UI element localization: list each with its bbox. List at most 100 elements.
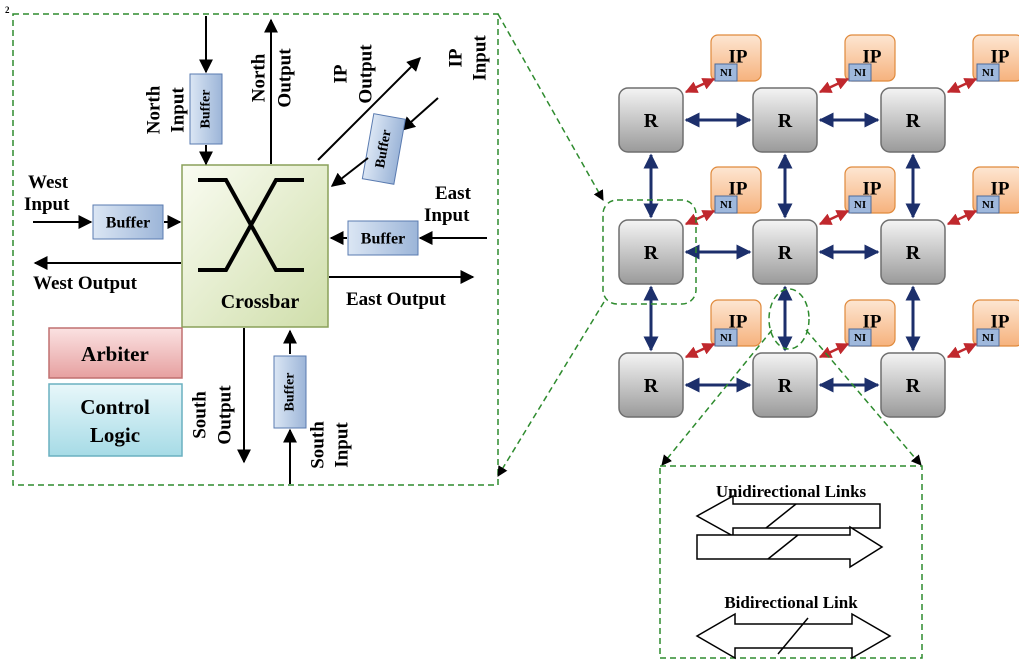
ip-link (818, 209, 850, 226)
mesh-router: R (752, 352, 818, 418)
crossbar-label: Crossbar (221, 291, 300, 313)
unidirectional-link-left (695, 494, 881, 538)
svg-text:Output: Output (215, 385, 236, 445)
ni-label: NI (720, 67, 732, 79)
svg-text:Buffer: Buffer (199, 90, 214, 129)
north-output-label: North Output (249, 48, 296, 108)
ni-label: NI (854, 67, 866, 79)
ip-label: IP (991, 179, 1010, 200)
svg-text:Arbiter: Arbiter (81, 342, 149, 366)
svg-text:Input: Input (168, 87, 189, 133)
mesh-router: R (752, 87, 818, 153)
ip-link (818, 342, 850, 359)
arbiter-block: Arbiter (48, 327, 183, 379)
network-interface: NI (976, 328, 1000, 347)
ip-input-label: IP Input (446, 35, 491, 81)
ip-link (684, 209, 716, 226)
ip-link (946, 342, 978, 359)
ip-label: IP (729, 179, 748, 200)
svg-text:Buffer: Buffer (106, 215, 150, 232)
mesh-router: R (618, 219, 684, 285)
buffer-east: Buffer (347, 220, 419, 256)
west-input-label: West Input (24, 172, 70, 215)
svg-text:Input: Input (24, 194, 70, 215)
svg-text:Output: Output (275, 48, 296, 108)
svg-text:Buffer: Buffer (283, 373, 298, 412)
router-label: R (778, 242, 793, 264)
router-detail-frame (12, 13, 499, 486)
router-label: R (644, 110, 659, 132)
svg-text:IP: IP (446, 48, 467, 67)
svg-text:Buffer: Buffer (373, 129, 395, 170)
network-interface: NI (714, 328, 738, 347)
network-interface: NI (976, 63, 1000, 82)
buffer-south: Buffer (273, 355, 307, 429)
network-interface: NI (714, 63, 738, 82)
router-detail-panel: Crossbar Buffer North Input North Output… (12, 13, 499, 486)
link-zoom-highlight (768, 288, 810, 350)
zoom-connector-bottom (497, 301, 605, 477)
ni-label: NI (720, 199, 732, 211)
ip-link (684, 342, 716, 359)
svg-text:IP: IP (331, 64, 352, 83)
mesh-router: R (752, 219, 818, 285)
network-interface: NI (714, 195, 738, 214)
svg-text:Logic: Logic (90, 423, 140, 447)
legend-bidirectional-title: Bidirectional Link (724, 593, 858, 612)
ip-label: IP (729, 47, 748, 68)
legend-unidirectional-title: Unidirectional Links (716, 482, 867, 501)
buffer-west: Buffer (92, 204, 164, 240)
ip-label: IP (991, 312, 1010, 333)
unidirectional-link-right (696, 525, 884, 569)
network-interface: NI (976, 195, 1000, 214)
network-interface: NI (848, 328, 872, 347)
east-input-label: East Input (424, 183, 472, 226)
south-input-label: South Input (308, 421, 353, 469)
svg-text:South: South (190, 391, 211, 439)
buffer-ip: Buffer (361, 113, 406, 185)
router-label: R (644, 375, 659, 397)
mesh-network: RIPNIRIPNIRIPNIRIPNIRIPNIRIPNIRIPNIRIPNI… (618, 34, 1019, 418)
network-interface: NI (848, 195, 872, 214)
ni-label: NI (854, 332, 866, 344)
zoom-connector-top (497, 13, 604, 201)
link-legend: Unidirectional Links Bidirectional Link (659, 465, 923, 660)
ni-label: NI (982, 199, 994, 211)
mesh-router: R (880, 352, 946, 418)
svg-text:Buffer: Buffer (361, 231, 405, 248)
svg-text:West: West (28, 172, 69, 193)
svg-text:South: South (308, 421, 329, 469)
south-output-label: South Output (190, 385, 236, 445)
ip-link (684, 77, 716, 94)
control-logic-block: Control Logic (48, 383, 183, 457)
svg-text:Input: Input (470, 35, 491, 81)
svg-text:Input: Input (332, 422, 353, 468)
ip-link (818, 77, 850, 94)
buffer-north: Buffer (189, 73, 223, 145)
router-zoom-highlight (602, 199, 697, 305)
ip-link (946, 77, 978, 94)
svg-text:North: North (249, 53, 270, 102)
page-marker: 2 (5, 5, 10, 15)
router-label: R (906, 110, 921, 132)
router-label: R (778, 375, 793, 397)
ip-label: IP (991, 47, 1010, 68)
svg-text:Control: Control (80, 395, 150, 419)
north-input-label: North Input (144, 85, 189, 134)
mesh-router: R (618, 87, 684, 153)
ni-label: NI (982, 67, 994, 79)
ni-label: NI (720, 332, 732, 344)
router-label: R (644, 242, 659, 264)
mesh-router: R (880, 219, 946, 285)
east-output-label: East Output (346, 289, 446, 310)
ni-label: NI (854, 199, 866, 211)
ip-label: IP (863, 312, 882, 333)
router-label: R (906, 242, 921, 264)
svg-text:East: East (435, 183, 472, 204)
mesh-router: R (880, 87, 946, 153)
ip-label: IP (729, 312, 748, 333)
svg-text:North: North (144, 85, 165, 134)
svg-text:Input: Input (424, 205, 470, 226)
ip-link (946, 209, 978, 226)
mesh-router: R (618, 352, 684, 418)
